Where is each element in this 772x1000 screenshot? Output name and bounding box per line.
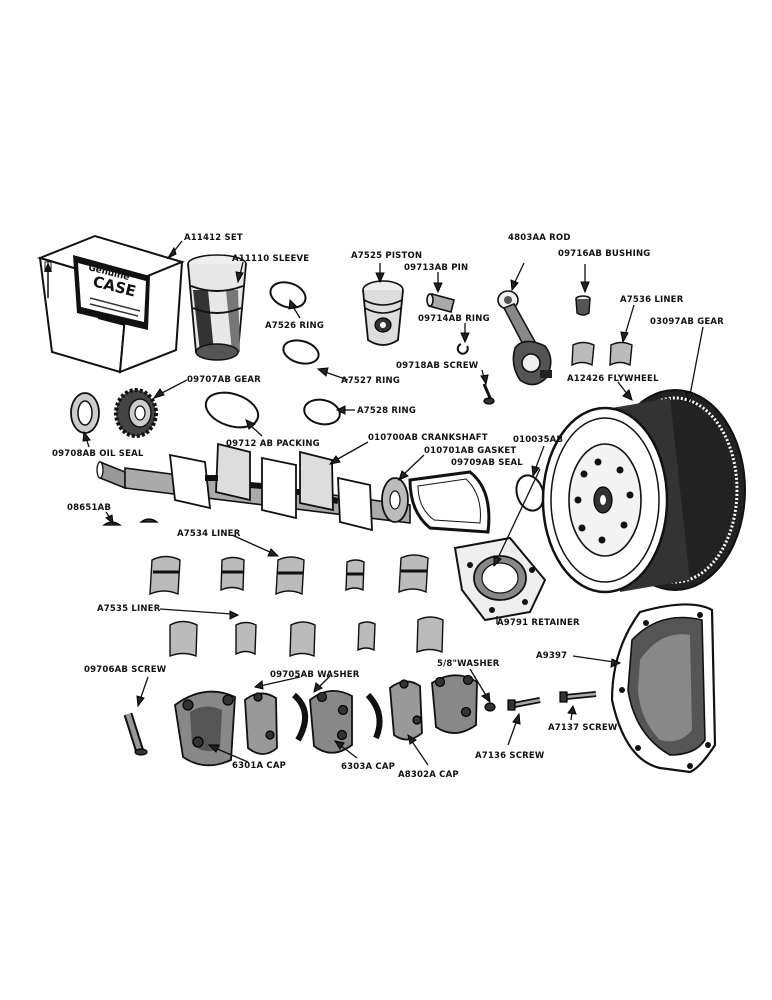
label-flywheel: A12426 FLYWHEEL	[567, 374, 659, 384]
label-cap-a8302a: A8302A CAP	[398, 770, 459, 780]
main-liners-lower	[169, 616, 444, 658]
cylinder-sleeve	[187, 254, 247, 361]
label-cap-6301a: 6301A CAP	[232, 761, 286, 771]
label-screw-09718: 09718AB SCREW	[396, 361, 479, 371]
main-cap-a8302a	[389, 679, 423, 741]
oil-seal	[70, 392, 100, 434]
rod-liner-lower	[609, 341, 633, 367]
ring-a7526	[269, 281, 307, 309]
label-housing: A9397	[536, 651, 567, 661]
label-liner-a7535: A7535 LINER	[97, 604, 161, 614]
main-cap-6303a	[244, 692, 278, 755]
main-cap-6301a	[174, 690, 236, 767]
ring-a7528	[303, 398, 341, 426]
label-gear-03097: 03097AB GEAR	[650, 317, 724, 327]
label-key-08651: 08651AB	[67, 503, 111, 513]
label-010035: 010035AB	[513, 435, 563, 445]
label-bushing: 09716AB BUSHING	[558, 249, 650, 259]
label-sleeve: A11110 SLEEVE	[232, 254, 309, 264]
piston	[362, 280, 404, 346]
label-crankshaft: 010700AB CRANKSHAFT	[368, 433, 488, 443]
woodruff-key-2	[139, 518, 159, 523]
label-rod: 4803AA ROD	[508, 233, 571, 243]
screw-a7136	[507, 697, 541, 711]
label-gear-09707: 09707AB GEAR	[187, 375, 261, 385]
rod-liner-upper	[571, 341, 595, 367]
label-washer-09705: 09705AB WASHER	[270, 670, 360, 680]
main-liners-upper	[149, 554, 429, 596]
rod-bushing	[575, 295, 591, 316]
thrust-washer-2	[365, 692, 383, 740]
label-washer-5-8: 5/8"WASHER	[437, 659, 500, 669]
gasket	[408, 470, 491, 534]
label-screw-09706: 09706AB SCREW	[84, 665, 167, 675]
label-pin: 09713AB PIN	[404, 263, 468, 273]
flywheel	[541, 389, 746, 594]
leader-lines	[82, 240, 704, 766]
label-ring-a7526: A7526 RING	[265, 321, 324, 331]
crankshaft	[96, 442, 411, 532]
label-liner-a7536: A7536 LINER	[620, 295, 684, 305]
label-screw-a7136: A7136 SCREW	[475, 751, 545, 761]
label-packing: 09712 AB PACKING	[226, 439, 320, 449]
flywheel-housing	[610, 603, 717, 774]
label-set: A11412 SET	[184, 233, 243, 243]
label-seal-09709: 09709AB SEAL	[451, 458, 523, 468]
label-liner-a7534: A7534 LINER	[177, 529, 241, 539]
washer-5-8	[484, 702, 496, 712]
crankshaft-gear	[114, 388, 158, 438]
pin-retainer-ring	[456, 343, 469, 355]
screw-a7137	[559, 691, 597, 703]
main-cap-center	[309, 690, 353, 754]
label-oil-seal: 09708AB OIL SEAL	[52, 449, 144, 459]
connecting-rod	[497, 290, 552, 386]
ring-a7527	[282, 339, 320, 365]
cap-screw-09706	[123, 712, 148, 756]
piston-pin	[426, 293, 455, 313]
seal-retainer	[453, 536, 547, 622]
label-piston: A7525 PISTON	[351, 251, 422, 261]
label-ring-09714: 09714AB RING	[418, 314, 490, 324]
rod-screw	[482, 383, 495, 405]
label-ring-a7527: A7527 RING	[341, 376, 400, 386]
thrust-washer-1	[291, 692, 308, 742]
label-retainer: A9791 RETAINER	[497, 618, 580, 628]
packing-ring	[204, 391, 260, 429]
main-cap-rear	[431, 674, 478, 734]
label-ring-a7528: A7528 RING	[357, 406, 416, 416]
label-screw-a7137: A7137 SCREW	[548, 723, 618, 733]
label-gasket: 010701AB GASKET	[424, 446, 516, 456]
label-cap-6303a: 6303A CAP	[341, 762, 395, 772]
sleeve-set-box: Genuine CASE	[36, 234, 186, 374]
